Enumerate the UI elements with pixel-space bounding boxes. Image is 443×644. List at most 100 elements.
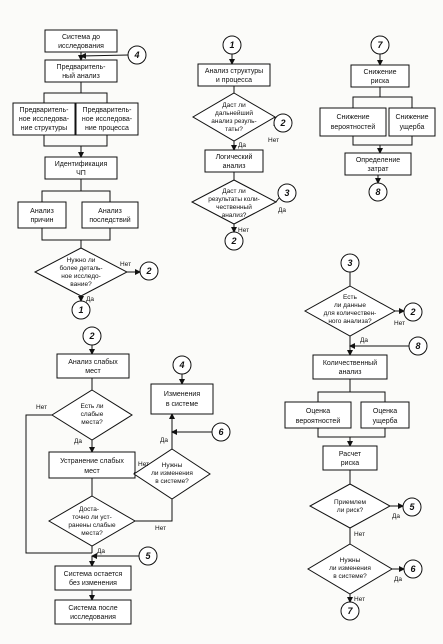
box-preliminary-analysis-line1: Предваритель- <box>57 64 107 71</box>
box-causes-analysis: Анализ причин <box>17 201 67 229</box>
label-no-d5: Нет <box>138 461 149 468</box>
connector-5-left-label: 5 <box>145 551 151 561</box>
connector-1-start: 1 <box>222 35 242 55</box>
decision-weak-points: Есть ли слабые места? <box>51 389 133 441</box>
box-process-study: Предваритель- ное исследова- ние процесс… <box>75 102 139 136</box>
box-risk-reduction-line2: риска <box>371 78 390 85</box>
decision-removed-enough: Доста- точно ли уст- ранены слабые места… <box>48 495 136 547</box>
box-identification: Идентификация ЧП <box>44 156 118 180</box>
box-structure-study-line2: ное исследова- <box>19 116 70 123</box>
box-system-after-line1: Система после <box>68 605 117 612</box>
decision-changes-needed-left-line2: ли изменения <box>151 470 193 477</box>
decision-further-analysis-line3: анализ резуль- <box>211 118 256 125</box>
connector-1-bottom-left: 1 <box>71 300 91 320</box>
box-weak-points-removal-line1: Устранение слабых <box>60 457 124 465</box>
box-cost-determination: Определение затрат <box>344 152 412 176</box>
decision-weak-points-line1: Есть ли <box>80 403 103 410</box>
label-yes-d3: Да <box>278 207 286 214</box>
connector-2-right: 2 <box>403 302 423 322</box>
decision-risk-acceptable: Приемлем ли риск? <box>308 483 392 529</box>
box-weak-points-removal-line2: мест <box>84 468 100 475</box>
box-logical-analysis-line2: анализ <box>223 163 246 170</box>
decision-changes-needed-right-line3: в системе? <box>333 573 367 580</box>
box-probability-assessment-line2: вероятностей <box>296 417 341 425</box>
label-yes-d9: Да <box>394 576 402 583</box>
box-process-study-line1: Предваритель- <box>83 107 133 114</box>
decision-quantitative-results-line4: анализ? <box>222 212 247 219</box>
box-weak-points-analysis-line2: мест <box>85 368 101 375</box>
box-system-changes-line2: в системе <box>166 401 198 408</box>
connector-7-start: 7 <box>370 35 390 55</box>
box-quantitative-analysis-line1: Количественный <box>323 359 377 367</box>
box-structure-study: Предваритель- ное исследова- ние структу… <box>12 102 76 136</box>
box-structure-process-analysis-line2: и процесса <box>216 77 252 84</box>
box-damage-assessment-line1: Оценка <box>373 408 397 415</box>
box-system-unchanged-line2: без изменения <box>69 579 117 587</box>
box-probability-assessment: Оценка вероятностей <box>284 401 352 429</box>
connector-2-middle-bottom-label: 2 <box>230 236 236 246</box>
box-system-before-line1: Система до <box>62 34 100 41</box>
label-no-d4: Нет <box>36 404 47 411</box>
connector-2-middle: 2 <box>273 113 293 133</box>
connector-3-right-start: 3 <box>340 253 360 273</box>
decision-removed-enough-line3: ранены слабые <box>68 521 116 529</box>
connector-8-right: 8 <box>368 182 388 202</box>
box-damage-assessment: Оценка ущерба <box>360 401 410 429</box>
decision-data-available-line2: ли данные <box>334 302 366 309</box>
decision-quantitative-results: Даст ли результаты коли- чественный анал… <box>190 179 278 225</box>
connector-7-end-label: 7 <box>347 606 353 616</box>
decision-data-available: Есть ли данные для количествен- ного ана… <box>303 285 397 337</box>
box-structure-process-analysis: Анализ структуры и процесса <box>197 63 271 87</box>
label-yes-d8: Да <box>392 513 400 520</box>
box-logical-analysis-line1: Логический <box>216 153 253 161</box>
box-preliminary-analysis: Предваритель- ный анализ <box>44 59 118 83</box>
box-process-study-line3: ние процесса <box>85 125 129 132</box>
decision-changes-needed-left: Нужны ли изменения в системе? <box>133 448 211 500</box>
label-no-d9: Нет <box>354 596 365 603</box>
connector-3-middle-label: 3 <box>284 188 289 198</box>
connector-4-bottom: 4 <box>172 355 192 375</box>
decision-more-detailed-line4: вание? <box>70 281 92 288</box>
box-identification-line1: Идентификация <box>55 161 108 168</box>
connector-4-label: 4 <box>133 50 139 60</box>
box-probability-reduction-line2: вероятностей <box>331 123 376 131</box>
box-structure-study-line1: Предваритель- <box>20 107 70 114</box>
box-damage-reduction-line2: ущерба <box>400 123 425 131</box>
decision-quantitative-results-line2: результаты коли- <box>208 196 260 203</box>
box-weak-points-removal: Устранение слабых мест <box>48 451 136 479</box>
decision-further-analysis-line4: таты? <box>225 126 243 133</box>
box-weak-points-analysis: Анализ слабых мест <box>56 353 130 379</box>
decision-data-available-line4: ного анализа? <box>328 318 372 325</box>
box-consequences-analysis: Анализ последствий <box>81 201 139 229</box>
box-consequences-analysis-line2: последствий <box>89 216 130 224</box>
connector-6-left-label: 6 <box>218 427 224 437</box>
connector-7-end: 7 <box>340 601 360 621</box>
box-structure-process-analysis-line1: Анализ структуры <box>205 68 263 75</box>
decision-quantitative-results-line1: Даст ли <box>222 188 246 195</box>
decision-data-available-line1: Есть <box>343 294 357 301</box>
decision-changes-needed-right: Нужны ли изменения в системе? <box>307 543 393 595</box>
box-logical-analysis: Логический анализ <box>204 149 264 173</box>
box-risk-reduction: Снижение риска <box>350 64 410 88</box>
box-probability-reduction: Снижение вероятностей <box>319 107 387 137</box>
decision-weak-points-line2: слабые <box>81 410 104 418</box>
decision-risk-acceptable-line1: Приемлем <box>334 499 366 506</box>
label-yes-d2: Да <box>238 142 246 149</box>
connector-2-bottom-start: 2 <box>82 326 102 346</box>
box-system-before-line2: исследования <box>58 43 104 50</box>
decision-removed-enough-line4: места? <box>81 530 103 537</box>
connector-2-top-left-label: 2 <box>145 266 151 276</box>
decision-more-detailed-line3: ное исследо- <box>61 273 101 280</box>
box-damage-reduction-line1: Снижение <box>395 114 428 121</box>
box-structure-study-line3: ние структуры <box>21 125 67 132</box>
decision-changes-needed-right-line2: ли изменения <box>329 565 371 572</box>
box-identification-line2: ЧП <box>76 170 86 177</box>
label-no-d7: Нет <box>394 320 405 327</box>
decision-changes-needed-left-line1: Нужны <box>162 462 183 469</box>
connector-5-right: 5 <box>402 497 422 517</box>
box-probability-assessment-line1: Оценка <box>306 408 330 415</box>
connector-7-start-label: 7 <box>377 40 383 50</box>
decision-removed-enough-line2: точно ли уст- <box>72 514 112 521</box>
